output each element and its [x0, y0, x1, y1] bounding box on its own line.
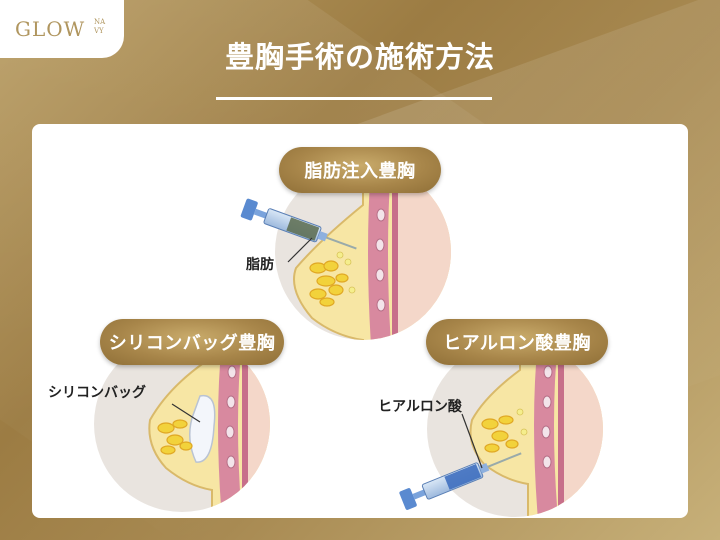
fat-injection-diagram [240, 164, 451, 340]
brand-logo: GLOW [15, 17, 86, 41]
title-underline [216, 97, 492, 100]
fat-annotation: 脂肪 [246, 257, 274, 273]
logo-badge: GLOW NA VY [0, 0, 124, 58]
fat-deposits [336, 251, 356, 294]
pointer-line [171, 403, 201, 423]
hyaluronic-acid-label: ヒアルロン酸豊胸 [426, 319, 608, 365]
mammary-gland [481, 415, 519, 453]
syringe-icon [399, 452, 522, 510]
mammary-gland [157, 419, 193, 455]
page-title: 豊胸手術の施術方法 [224, 40, 495, 74]
muscle-layer [368, 164, 392, 340]
silicone-implant-label: シリコンバッグ豊胸 [100, 319, 284, 365]
pointer-line [287, 237, 313, 263]
mammary-gland [309, 260, 349, 307]
hyaluronic-acid-diagram [399, 341, 603, 517]
fat-injection-label: 脂肪注入豊胸 [279, 147, 441, 193]
filler-deposits [516, 408, 528, 436]
brand-logo-sub: NA VY [94, 18, 106, 35]
hyaluronic-annotation: ヒアルロン酸 [378, 399, 462, 415]
pointer-line [461, 413, 483, 469]
syringe-icon [240, 198, 357, 250]
silicone-annotation: シリコンバッグ [48, 385, 146, 401]
silicone-implant [189, 394, 216, 463]
